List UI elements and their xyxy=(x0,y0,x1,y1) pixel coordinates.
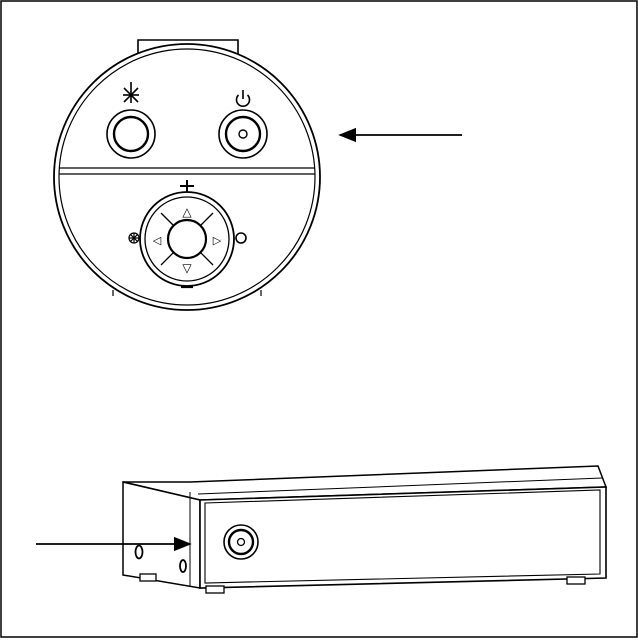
remote-panel: △ ▽ ◁ ▷ xyxy=(53,39,321,311)
ring-icon xyxy=(235,232,247,244)
power-icon xyxy=(235,90,251,107)
panel-inner-ring xyxy=(58,48,316,306)
fan-icon xyxy=(128,232,140,244)
side-vent xyxy=(179,559,187,573)
box-side-face xyxy=(122,481,201,589)
dpad xyxy=(139,191,235,287)
box-front-face xyxy=(199,486,607,589)
box-foot xyxy=(139,573,157,582)
dpad-up-symbol: △ xyxy=(182,205,192,219)
panel-outer-ring xyxy=(53,43,321,311)
dpad-down-symbol: ▽ xyxy=(182,261,192,275)
device-box xyxy=(122,465,608,594)
box-foot xyxy=(566,576,586,585)
laser-button[interactable] xyxy=(106,109,156,159)
dpad-center-button[interactable] xyxy=(166,218,208,260)
front-round-button[interactable] xyxy=(223,524,259,560)
side-vent xyxy=(134,544,144,560)
laser-icon xyxy=(123,82,139,103)
box-foot xyxy=(205,585,225,594)
dpad-left-symbol: ◁ xyxy=(153,234,162,247)
dpad-right-symbol: ▷ xyxy=(213,234,222,247)
plus-icon xyxy=(180,180,194,193)
power-button[interactable] xyxy=(218,109,268,159)
